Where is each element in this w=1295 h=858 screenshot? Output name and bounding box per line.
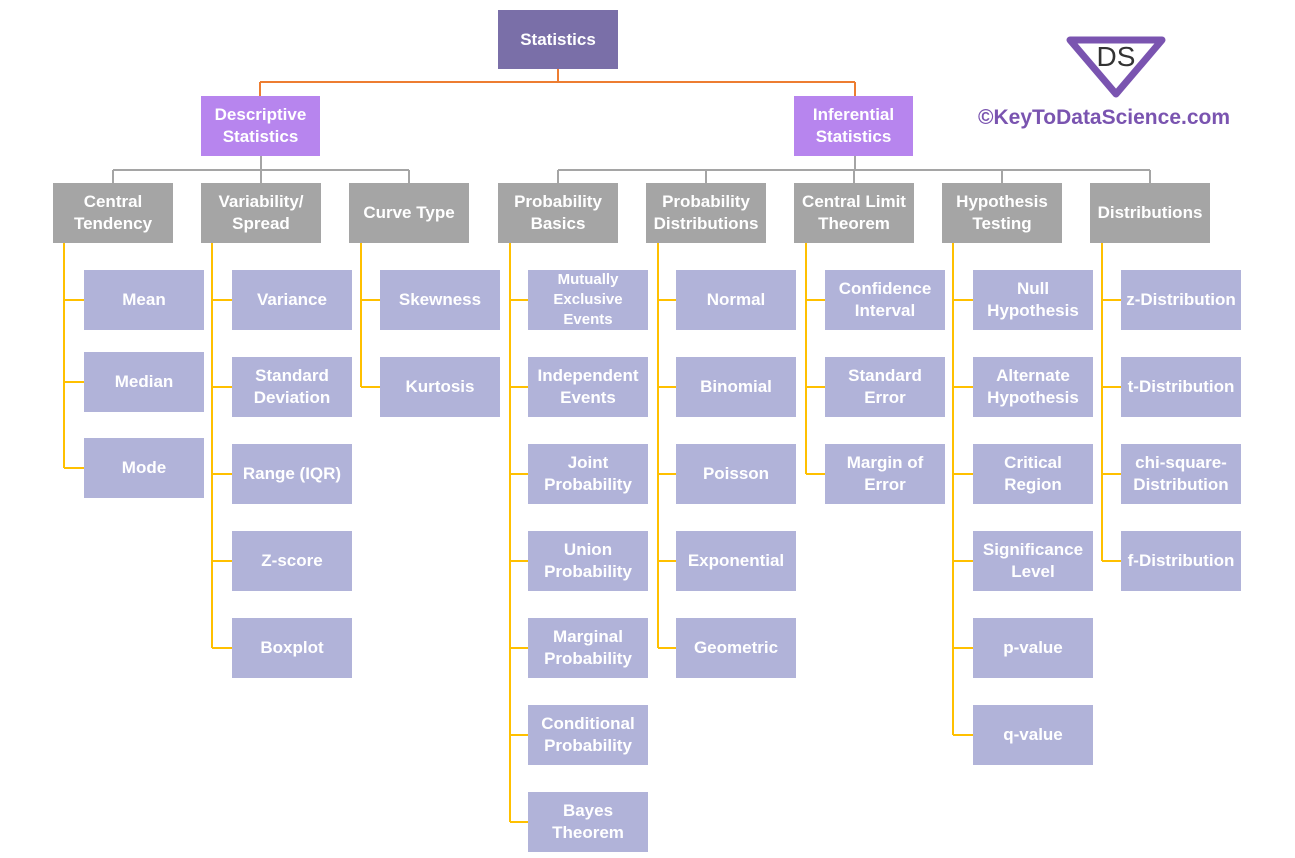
category-probability-distributions: Probability Distributions [646, 183, 766, 243]
leaf-critical-region: Critical Region [973, 444, 1093, 504]
leaf-boxplot: Boxplot [232, 618, 352, 678]
leaf-significance-level: Significance Level [973, 531, 1093, 591]
branch-descriptive-statistics: Descriptive Statistics [201, 96, 320, 156]
branch-inferential-statistics: Inferential Statistics [794, 96, 913, 156]
leaf-kurtosis: Kurtosis [380, 357, 500, 417]
leaf-mode: Mode [84, 438, 204, 498]
category-probability-basics: Probability Basics [498, 183, 618, 243]
leaf-normal: Normal [676, 270, 796, 330]
leaf-union-probability: Union Probability [528, 531, 648, 591]
category-curve-type: Curve Type [349, 183, 469, 243]
leaf-poisson: Poisson [676, 444, 796, 504]
root-node-statistics: Statistics [498, 10, 618, 69]
leaf-confidence-interval: Confidence Interval [825, 270, 945, 330]
leaf-joint-probability: Joint Probability [528, 444, 648, 504]
leaf-z-distribution: z-Distribution [1121, 270, 1241, 330]
leaf-exponential: Exponential [676, 531, 796, 591]
category-hypothesis-testing: Hypothesis Testing [942, 183, 1062, 243]
category-central-tendency: Central Tendency [53, 183, 173, 243]
leaf-f-distribution: f-Distribution [1121, 531, 1241, 591]
leaf-null-hypothesis: Null Hypothesis [973, 270, 1093, 330]
category-variability-spread: Variability/ Spread [201, 183, 321, 243]
copyright-text: ©KeyToDataScience.com [978, 106, 1231, 129]
leaf-mean: Mean [84, 270, 204, 330]
category-distributions: Distributions [1090, 183, 1210, 243]
leaf-z-score: Z-score [232, 531, 352, 591]
leaf-standard-error: Standard Error [825, 357, 945, 417]
leaf-mutually-exclusive-events: Mutually Exclusive Events [528, 270, 648, 330]
category-central-limit-theorem: Central Limit Theorem [794, 183, 914, 243]
leaf-margin-of-error: Margin of Error [825, 444, 945, 504]
leaf-t-distribution: t-Distribution [1121, 357, 1241, 417]
leaf-range-iqr: Range (IQR) [232, 444, 352, 504]
leaf-standard-deviation: Standard Deviation [232, 357, 352, 417]
leaf-alternate-hypothesis: Alternate Hypothesis [973, 357, 1093, 417]
leaf-p-value: p-value [973, 618, 1093, 678]
leaf-median: Median [84, 352, 204, 412]
leaf-variance: Variance [232, 270, 352, 330]
leaf-binomial: Binomial [676, 357, 796, 417]
leaf-geometric: Geometric [676, 618, 796, 678]
leaf-chi-square-distribution: chi-square-Distribution [1121, 444, 1241, 504]
leaf-q-value: q-value [973, 705, 1093, 765]
logo-text: DS [1097, 41, 1136, 72]
leaf-marginal-probability: Marginal Probability [528, 618, 648, 678]
leaf-bayes-theorem: Bayes Theorem [528, 792, 648, 852]
leaf-independent-events: Independent Events [528, 357, 648, 417]
leaf-conditional-probability: Conditional Probability [528, 705, 648, 765]
ds-logo-icon: DS [1066, 36, 1166, 98]
leaf-skewness: Skewness [380, 270, 500, 330]
